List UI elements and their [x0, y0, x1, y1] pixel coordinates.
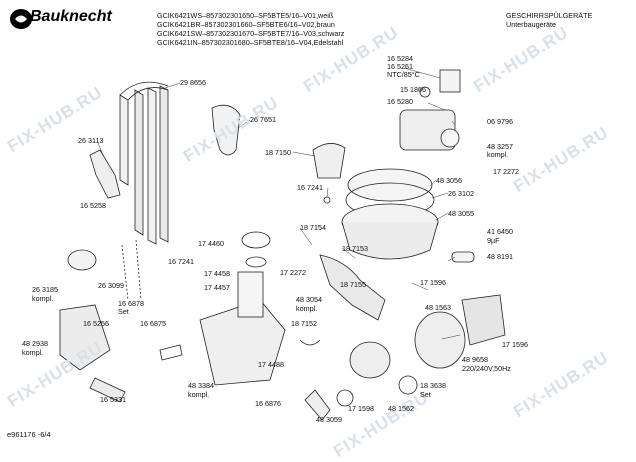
part-label: 16 5258 [80, 201, 106, 210]
part-label: NTC/85°C [387, 70, 420, 79]
part-label: 18 7154 [300, 223, 326, 232]
part-label: 06 9796 [487, 117, 513, 126]
category-title: GESCHIRRSPÜLGERÄTE [506, 11, 593, 20]
part-label: 16 7241 [297, 183, 323, 192]
part-label: kompl. [296, 304, 318, 313]
part-label: 48 2938 [22, 339, 48, 348]
pump-motor [414, 294, 506, 369]
subcategory-title: Unterbaugeräte [506, 20, 556, 29]
part-label: kompl. [188, 390, 210, 399]
part-label: 26 3185 [32, 285, 58, 294]
part-label: 220/240V,50Hz [462, 364, 511, 373]
funnel-part [211, 104, 241, 156]
part-label: 15 1866 [400, 85, 426, 94]
part-label: kompl. [32, 294, 54, 303]
inlet-valve [59, 249, 111, 371]
part-label: 48 3384 [188, 381, 214, 390]
part-label: 17 4457 [204, 283, 230, 292]
part-label: 17 1596 [420, 278, 446, 287]
part-label: 48 1562 [388, 404, 414, 413]
part-label: 48 3257 [487, 142, 513, 151]
holder-bracket [89, 149, 121, 199]
part-label: 17 4458 [204, 269, 230, 278]
part-label: kompl. [487, 150, 509, 159]
part-label: kompl. [22, 348, 44, 357]
part-label: 18 7152 [291, 319, 317, 328]
model-line-3: GCIK6421SW–857302301670–SF5BTE7/16–V03,s… [157, 29, 345, 38]
part-label: 48 3056 [436, 176, 462, 185]
leader-lines [97, 67, 461, 340]
part-label: 26 3099 [98, 281, 124, 290]
part-label: 41 6450 [487, 227, 513, 236]
part-label: 26 3102 [448, 189, 474, 198]
part-label: 16 5256 [83, 319, 109, 328]
part-label: 16 6878 [118, 299, 144, 308]
part-label: 29 8656 [180, 78, 206, 87]
water-softener [199, 271, 286, 386]
page-code: e961176 -6/4 [7, 430, 51, 439]
part-label: 17 2272 [280, 268, 306, 277]
part-label: Set [420, 390, 431, 399]
part-label: 18 7150 [265, 148, 291, 157]
part-label: 48 3059 [316, 415, 342, 424]
part-label: 9µF [487, 236, 500, 245]
part-label: 18 3638 [420, 381, 446, 390]
part-label: 16 5331 [100, 395, 126, 404]
part-label: 16 5284 [387, 54, 413, 63]
part-label: 16 7241 [168, 257, 194, 266]
drain-hose-piece [89, 377, 126, 403]
part-label: 16 5280 [387, 97, 413, 106]
part-label: 17 4488 [258, 360, 284, 369]
logo-mark [10, 9, 32, 29]
part-label: 26 7651 [250, 115, 276, 124]
part-label: 17 4460 [198, 239, 224, 248]
part-label: 16 5261 [387, 62, 413, 71]
model-line-4: GCIK6421IN–857302301680–SF5BTE8/16–V04,E… [157, 38, 344, 47]
part-label: 48 1563 [425, 303, 451, 312]
part-label: 18 7155 [340, 280, 366, 289]
heater-pipe-assembly [119, 81, 169, 245]
part-label: 48 9658 [462, 355, 488, 364]
drain-pump [349, 341, 418, 395]
part-label: 18 7153 [342, 244, 368, 253]
sump-assembly [341, 168, 439, 260]
part-label: 48 3055 [448, 209, 474, 218]
part-label: 48 3054 [296, 295, 322, 304]
circulation-hose [319, 254, 386, 321]
part-label: 26 3113 [78, 136, 104, 145]
exploded-parts-diagram [59, 67, 506, 421]
model-line-2: GCIK6421BR–857302301660–SF5BTE6/16–V02,b… [157, 20, 335, 29]
part-label: 16 6876 [255, 399, 281, 408]
small-parts [159, 196, 475, 421]
brand-name: Bauknecht [30, 8, 112, 25]
part-label: 17 1596 [502, 340, 528, 349]
part-label: 17 1598 [348, 404, 374, 413]
part-label: 48 8191 [487, 252, 513, 261]
part-label: 17 2272 [493, 167, 519, 176]
part-label: Set [118, 307, 129, 316]
model-line-1: GCIK6421WS–857302301650–SF5BTE5/16–V01,w… [157, 11, 334, 20]
part-label: 16 6875 [140, 319, 166, 328]
hose-spring-pair [121, 239, 142, 301]
cover-piece [312, 143, 346, 179]
valve-block [399, 69, 461, 151]
bauknecht-logo [8, 8, 126, 30]
